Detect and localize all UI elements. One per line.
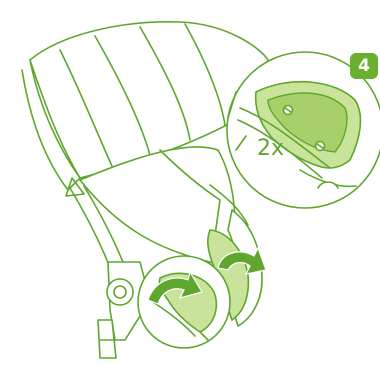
detail-circle-bottom — [138, 256, 230, 348]
count-label: 2x — [257, 136, 284, 161]
step-number-badge: 4 — [350, 53, 378, 79]
